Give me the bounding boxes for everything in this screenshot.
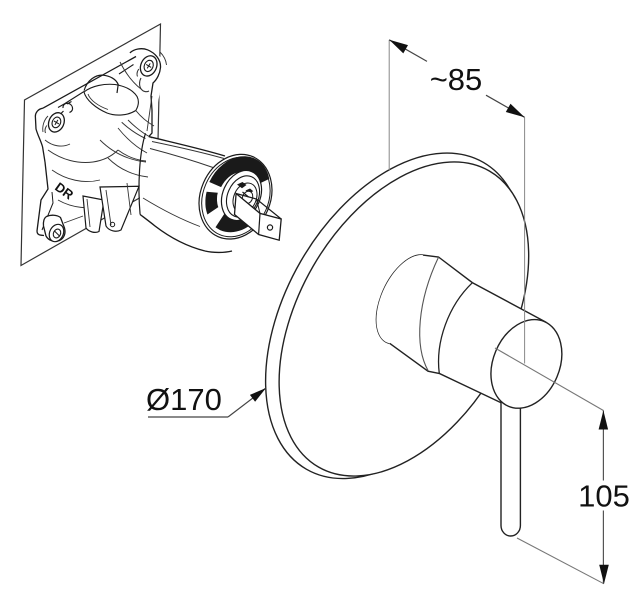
svg-text:~85: ~85 <box>430 62 483 97</box>
svg-text:Ø170: Ø170 <box>146 382 222 417</box>
svg-text:105: 105 <box>578 479 630 514</box>
